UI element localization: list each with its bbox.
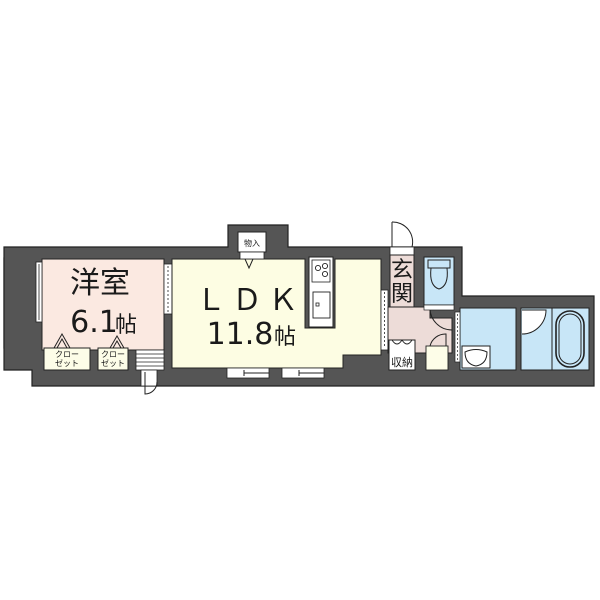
service-door [140,369,158,395]
sink-icon [312,291,331,319]
western-room-unit: 帖 [115,313,137,338]
bathtub-icon [555,310,585,368]
closet-right: クロー ゼット [97,335,129,371]
washbasin-icon [461,345,491,369]
western-room-size: 6.1 [70,305,118,340]
ldk-room: 物入 ＬＤＫ 11.8 帖 [171,231,389,379]
entrance-label-1: 玄 [391,258,413,283]
closet-left-label-2: ゼット [55,358,79,368]
toilet-room [423,256,455,311]
entrance: 玄 関 収納 [387,221,453,371]
closet-left: クロー ゼット [43,332,91,371]
storage-label: 収納 [391,356,413,369]
ldk-unit: 帖 [274,325,296,350]
entrance-label-2: 関 [391,282,413,307]
stair-step [135,349,165,371]
toilet-icon [427,259,451,290]
ldk-name: ＬＤＫ [196,283,304,318]
stove-icon [311,259,331,283]
washroom [454,307,517,371]
closet-right-label-2: ゼット [101,358,125,368]
closet-right-label-1: クロー [101,350,125,359]
western-room: 洋室 6.1 帖 [35,258,173,351]
western-room-name: 洋室 [70,266,130,301]
kitchen-counter [308,256,334,328]
storeroom-label: 物入 [244,238,260,248]
bathroom [520,307,590,371]
ldk-size: 11.8 [207,317,274,352]
closet-left-label-1: クロー [55,350,79,359]
